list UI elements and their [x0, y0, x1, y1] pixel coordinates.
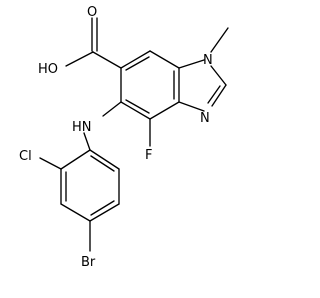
atom-label-fluorine: F	[145, 148, 152, 163]
molecule-structure: O HO N N HN F Cl Br	[19, 5, 229, 270]
bond-c5-c6	[149, 101, 180, 120]
bond-n-c9	[83, 132, 91, 151]
bond-c8-n2	[211, 84, 227, 107]
bond-c6-c7	[120, 101, 151, 120]
bond-c14-c9-inner	[90, 155, 115, 172]
bond-c3-c4	[149, 50, 180, 69]
bond-c12-c13	[89, 203, 120, 222]
bond-c2-c3	[120, 50, 151, 69]
bond-layer	[39, 17, 229, 252]
bond-c1-oh	[65, 51, 94, 67]
atom-label-carbonyl-oxygen: O	[87, 5, 97, 20]
bond-c12-c13-inner	[90, 200, 115, 216]
atom-label-layer: O HO N N HN F Cl Br	[19, 5, 213, 270]
atom-label-chlorine: Cl	[19, 149, 32, 164]
bond-c9-c10	[60, 149, 91, 170]
atom-label-amine: HN	[72, 120, 92, 135]
atom-label-bromine: Br	[81, 255, 96, 270]
bond-c4-n1	[178, 59, 205, 69]
bond-c8-n2-inner	[207, 85, 221, 104]
atom-label-ring-nitrogen-imine: N	[200, 111, 210, 126]
bond-c2-c3-inner	[125, 56, 150, 71]
bond-c7-n	[102, 101, 122, 117]
bond-n1-methyl	[210, 27, 229, 53]
bond-c6-c7-inner	[125, 99, 150, 114]
bond-c10-cl	[39, 157, 62, 170]
atom-label-ring-nitrogen-methylated: N	[203, 53, 213, 68]
bond-n1-c8	[210, 65, 227, 86]
bond-c1-c2	[92, 51, 122, 69]
bond-c11-c12	[60, 203, 91, 222]
bond-n2-c5	[178, 101, 205, 112]
atom-label-hydroxyl: HO	[38, 62, 58, 77]
bond-c14-c9	[89, 149, 120, 170]
